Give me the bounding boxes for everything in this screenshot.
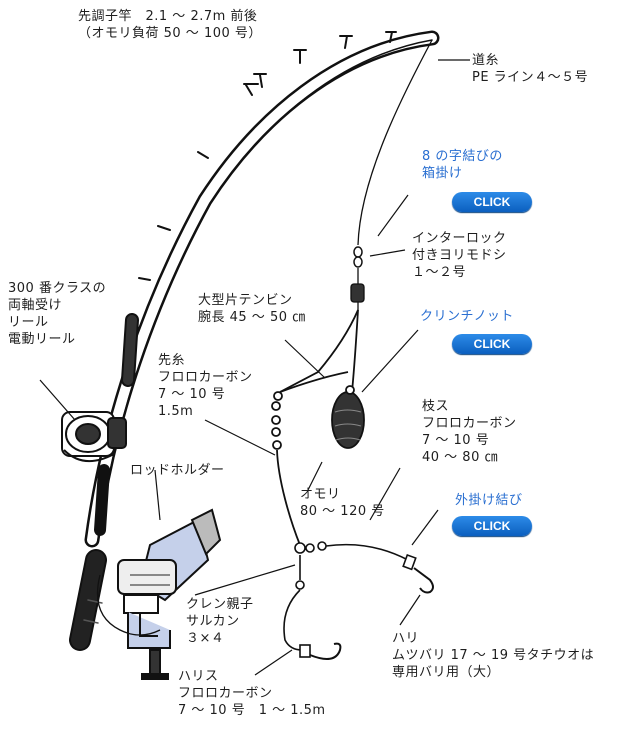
hook-label: ハリ ムツバリ 17 ～ 19 号タチウオは 専用バリ用（大） (392, 631, 595, 680)
rod-label: 先調子竿 2.1 ～ 2.7m 前後 （オモリ負荷 50 ～ 100 号） (78, 9, 262, 41)
callout-lines (39, 59, 470, 676)
click-figure8-button[interactable]: CLICK (452, 192, 532, 212)
rod-holder (96, 508, 222, 680)
swivel-label: インターロック 付きヨリモドシ １～２号 (412, 231, 507, 280)
harisu-label: ハリス フロロカーボン 7 ～ 10 号 1 ～ 1.5m (178, 669, 326, 718)
clinch-knot-link[interactable]: クリンチノット (420, 309, 514, 324)
rod-holder-label: ロッドホルダー (130, 463, 225, 478)
outside-knot-link[interactable]: 外掛け結び (455, 493, 523, 508)
kuren-swivel-label: クレン親子 サルカン ３×４ (186, 597, 254, 646)
tenbin-and-sinker (271, 309, 365, 546)
click-outside-knot-button[interactable]: CLICK (452, 516, 532, 536)
main-line (350, 39, 433, 310)
hook-rig (283, 541, 434, 660)
edasu-label: 枝ス フロロカーボン 7 ～ 10 号 40 ～ 80 ㎝ (422, 399, 517, 465)
reel (61, 411, 127, 462)
reel-label: 300 番クラスの 両軸受け リール 電動リール (8, 281, 107, 347)
main-line-label: 道糸 PE ライン４～５号 (472, 53, 589, 85)
figure8-knot-link[interactable]: 8 の字結びの 箱掛け (422, 149, 503, 181)
sinker-label: オモリ 80 ～ 120 号 (300, 487, 385, 519)
sakiito-label: 先糸 フロロカーボン 7 ～ 10 号 1.5m (158, 353, 253, 419)
click-clinch-button[interactable]: CLICK (452, 334, 532, 354)
tenbin-label: 大型片テンビン 腕長 45 ～ 50 ㎝ (198, 293, 306, 325)
